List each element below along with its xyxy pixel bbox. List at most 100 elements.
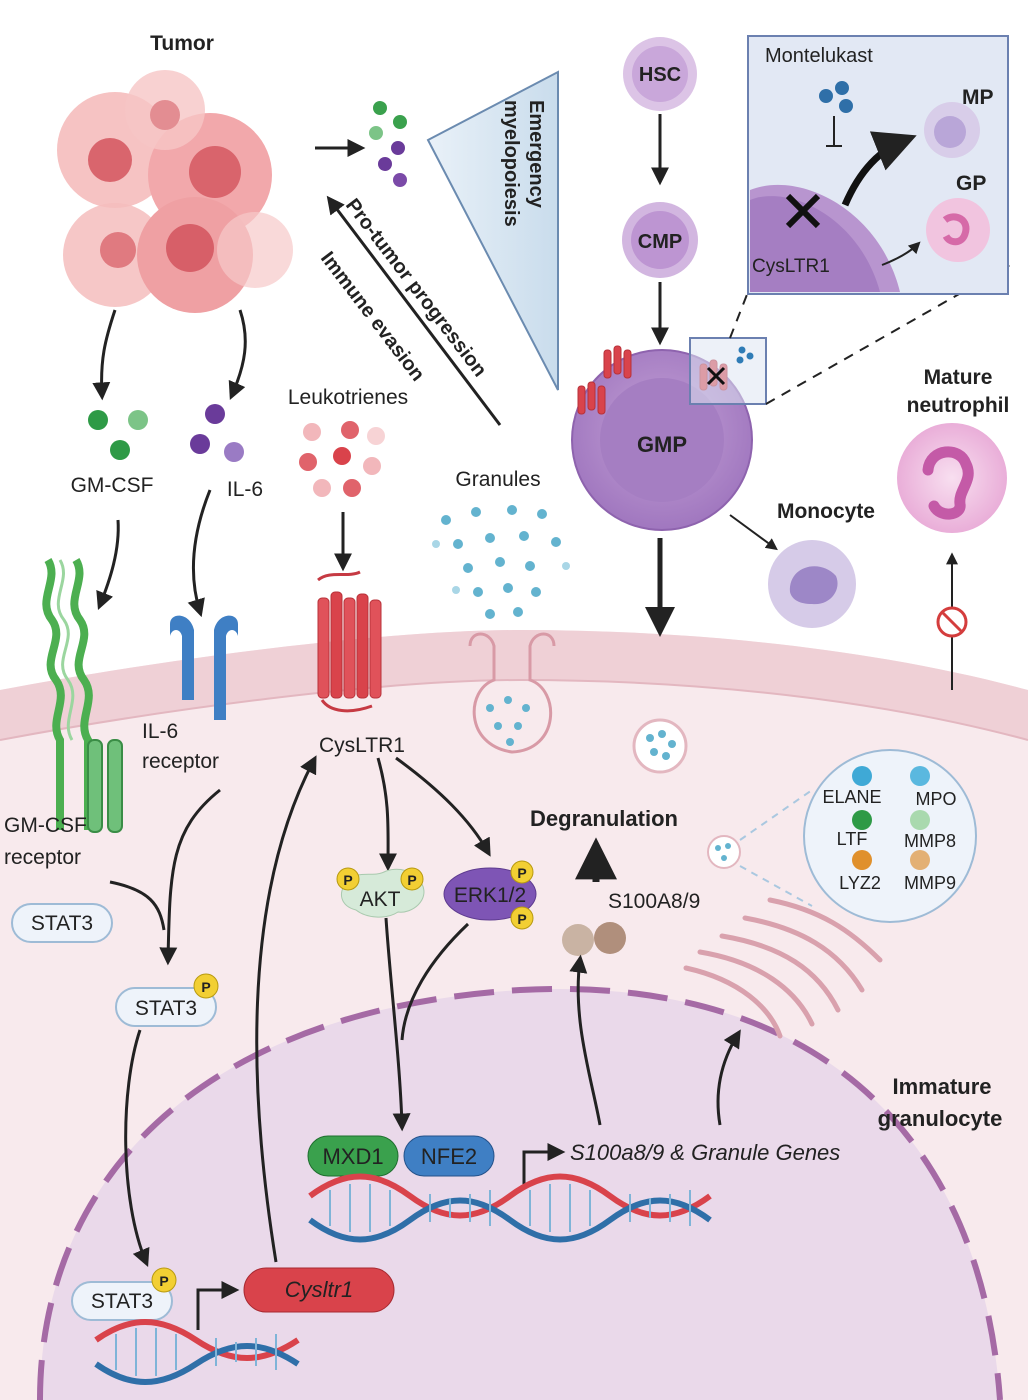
gmcsf-dots: [88, 410, 148, 460]
granulocyte-label: granulocyte: [878, 1106, 1003, 1131]
il6-receptor: [170, 615, 238, 720]
stat3-phosphorylated: [115, 973, 219, 1027]
leukotriene-dots: [299, 421, 385, 497]
il6-receptor-label-2: receptor: [142, 750, 219, 773]
gmcsf-receptor-label-2: receptor: [4, 846, 81, 869]
il6-receptor-label-1: IL-6: [142, 720, 178, 743]
gmp-inset-selector: [689, 337, 767, 405]
blocked-icon: [936, 606, 968, 638]
gmp-label: GMP: [637, 432, 687, 457]
neutrophil-label: neutrophil: [907, 394, 1010, 417]
arrow-tumor-gmcsf: [92, 309, 117, 401]
tumor-cells: [57, 70, 293, 313]
granule-genes-label: S100a8/9 & Granule Genes: [570, 1140, 840, 1165]
arrow-akt-nucleus: [384, 917, 411, 1132]
granule-vesicle-large: [632, 718, 688, 774]
erk-label: ERK1/2: [454, 884, 526, 907]
granule-content-zoom: [803, 749, 977, 923]
stat3-p-2: P: [159, 1273, 168, 1289]
mature-label: Mature: [924, 366, 993, 389]
stat3-label-2: STAT3: [135, 997, 197, 1020]
hsc-label: HSC: [639, 64, 681, 86]
emergency-myelopoiesis-triangle: [426, 70, 559, 391]
gmcsf-receptor: [42, 557, 123, 833]
erk-p-bottom: P: [517, 911, 526, 927]
arrow-cysltr1-akt: [376, 757, 398, 872]
arrow-genes-golgi: [716, 1029, 741, 1126]
protein-mpo: MPO: [915, 789, 956, 809]
gene-promoter-arrow: [522, 1143, 566, 1186]
golgi-apparatus: [683, 897, 883, 1039]
arrow-erk-nucleus: [400, 922, 470, 1041]
montelukast-inset: [747, 35, 1009, 295]
gmcsf-receptor-label-1: GM-CSF: [4, 814, 87, 837]
emergency-label: Emergency: [525, 100, 547, 209]
degranulation-pocket: [468, 632, 556, 754]
s100-label: S100A8/9: [608, 890, 700, 913]
inset-line-upper: [729, 291, 749, 339]
granules-label: Granules: [455, 468, 540, 491]
mp-label: MP: [962, 86, 994, 109]
dna-lower: [94, 1319, 300, 1385]
dna-upper: [308, 1173, 712, 1243]
monocyte-label: Monocyte: [777, 500, 875, 523]
cysltr1-label: CysLTR1: [319, 734, 405, 757]
erk-protein: [443, 860, 537, 930]
tumor-title: Tumor: [150, 32, 214, 55]
arrow-stat3-nucleus: [124, 1029, 150, 1267]
arrow-gmcsf-receptor: [96, 519, 120, 611]
gmp-cell: [571, 345, 753, 531]
cmp-cell: [622, 202, 698, 278]
protein-ltf: LTF: [837, 829, 868, 849]
akt-protein: [336, 867, 425, 918]
granule-dots: [432, 505, 570, 619]
monocyte-cell: [768, 540, 856, 628]
akt-p-left: P: [343, 872, 352, 888]
granule-vesicle-small: [707, 835, 741, 869]
zoom-lines: [739, 789, 813, 907]
arrow-gmcsfr-stat3: [109, 880, 166, 931]
hsc-cell: [623, 37, 697, 111]
gp-label: GP: [956, 172, 986, 195]
mxd1-label: MXD1: [322, 1144, 383, 1169]
degranulation-label: Degranulation: [530, 806, 678, 831]
immature-label: Immature: [892, 1074, 991, 1099]
arrow-tumor-il6: [228, 309, 247, 400]
stat3-p-1: P: [201, 979, 210, 995]
leukotrienes-label: Leukotrienes: [288, 386, 408, 409]
stat3-label-3: STAT3: [91, 1290, 153, 1313]
nfe2-factor: [403, 1135, 495, 1177]
nfe2-label: NFE2: [421, 1144, 477, 1169]
stat3-label-1: STAT3: [31, 912, 93, 935]
arrow-cysltr1-erk: [395, 756, 491, 857]
arrow-il6r-stat3: [159, 788, 221, 966]
il6-dots: [190, 404, 244, 462]
stat3-nuclear: [71, 1267, 177, 1321]
arrow-gene-receptor: [255, 755, 317, 1263]
akt-label: AKT: [360, 888, 401, 911]
protein-elane: ELANE: [822, 787, 881, 807]
il6-label: IL-6: [227, 478, 263, 501]
arrow-il6-receptor: [187, 489, 212, 618]
erk-p-top: P: [517, 865, 526, 881]
cysltr1-promoter-arrow: [196, 1281, 240, 1330]
cmp-label: CMP: [638, 231, 682, 253]
cysltr1-gene-label: Cysltr1: [285, 1277, 353, 1302]
arrow-genes-s100: [569, 954, 602, 1126]
montelukast-label: Montelukast: [765, 45, 873, 67]
stat3-unphosphorylated: [11, 903, 113, 943]
mature-neutrophil-cell: [897, 423, 1007, 533]
inset-cysltr1-label: CysLTR1: [752, 256, 830, 277]
cysltr1-gene-box: [243, 1267, 395, 1313]
protein-mmp9: MMP9: [904, 873, 956, 893]
protein-lyz2: LYZ2: [839, 873, 881, 893]
s100-protein: [562, 922, 626, 956]
cysltr1-receptor: [317, 570, 382, 713]
myelopoiesis-label: myelopoiesis: [500, 100, 522, 227]
akt-p-right: P: [407, 872, 416, 888]
arrow-pro-tumor: [326, 195, 502, 426]
arrow-gmp-monocyte: [729, 514, 778, 551]
gmcsf-label: GM-CSF: [71, 474, 154, 497]
tumor-factor-dots: [369, 101, 407, 187]
protein-mmp8: MMP8: [904, 831, 956, 851]
